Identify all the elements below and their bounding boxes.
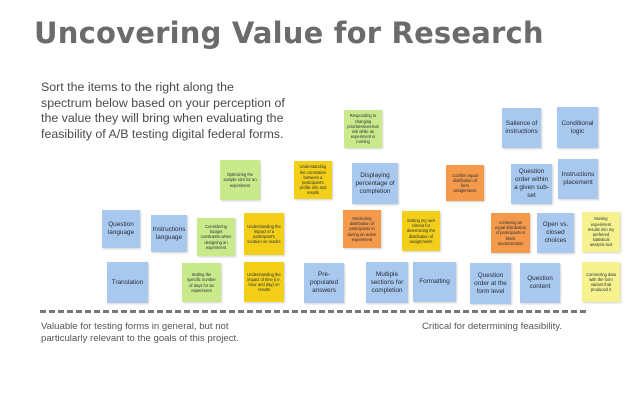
sticky-question-order-form-level[interactable]: Question order at the form level — [470, 263, 511, 304]
board-title: Uncovering Value for Research — [34, 16, 544, 50]
sticky-optimizing-sample-size[interactable]: Optimizing the sample size for an experi… — [220, 160, 260, 200]
spectrum-right-label: Critical for determining feasibility. — [422, 321, 563, 332]
sticky-moving-experiment-results[interactable]: Moving experiment results into my prefer… — [582, 212, 620, 252]
sticky-translation[interactable]: Translation — [107, 262, 148, 303]
sticky-monitoring-distribution[interactable]: Monitoring distribution of participants … — [343, 210, 381, 248]
spectrum-left-label: Valuable for testing forms in general, b… — [41, 321, 239, 344]
spectrum-line — [40, 310, 586, 313]
sticky-conditional-logic[interactable]: Conditional logic — [557, 107, 598, 148]
sticky-open-vs-closed[interactable]: Open vs. closed choices — [537, 213, 574, 253]
sticky-pre-populated-answers[interactable]: Pre-populated answers — [304, 263, 344, 303]
sticky-question-language[interactable]: Question language — [102, 210, 140, 248]
sticky-question-order-subset[interactable]: Question order within a given sub-set — [511, 164, 552, 204]
instructions-text: Sort the items to the right along the sp… — [41, 80, 285, 141]
sticky-impact-of-location[interactable]: Understanding the impact of a participan… — [244, 213, 284, 255]
sticky-confirm-equal-distribution[interactable]: Confirm equal distribution of form assig… — [446, 165, 484, 201]
sticky-setting-own-criteria[interactable]: Setting my own criteria for determining … — [402, 211, 440, 251]
sticky-displaying-percentage[interactable]: Displaying percentage of completion — [352, 163, 398, 204]
sticky-correlation-profile[interactable]: Understanding the correlation between a … — [294, 161, 332, 199]
sticky-connecting-data[interactable]: Connecting data with the form variant th… — [582, 262, 620, 302]
sticky-question-content[interactable]: Question content — [520, 263, 560, 303]
sticky-formatting[interactable]: Formatting — [413, 262, 456, 302]
sticky-instructions-placement[interactable]: Instructions placement — [558, 159, 598, 199]
sticky-achieving-equal-distribution[interactable]: Achieving an equal distribution of parti… — [491, 213, 530, 253]
sticky-setting-number-of-days[interactable]: Setting the specific number of days for … — [182, 263, 221, 302]
sticky-multiple-sections[interactable]: Multiple sections for completion — [366, 262, 408, 303]
sticky-salience-of-instructions[interactable]: Salience of instructions — [502, 108, 541, 148]
sticky-instructions-language[interactable]: Instructions language — [151, 215, 187, 252]
sticky-responding-to-changing-priorities[interactable]: Responding to changing priorities/extern… — [344, 110, 382, 148]
sticky-impact-of-time[interactable]: Understanding the impact of time (i.e. h… — [244, 262, 284, 302]
sticky-considering-budget[interactable]: Considering budget constraints when desi… — [197, 218, 235, 256]
